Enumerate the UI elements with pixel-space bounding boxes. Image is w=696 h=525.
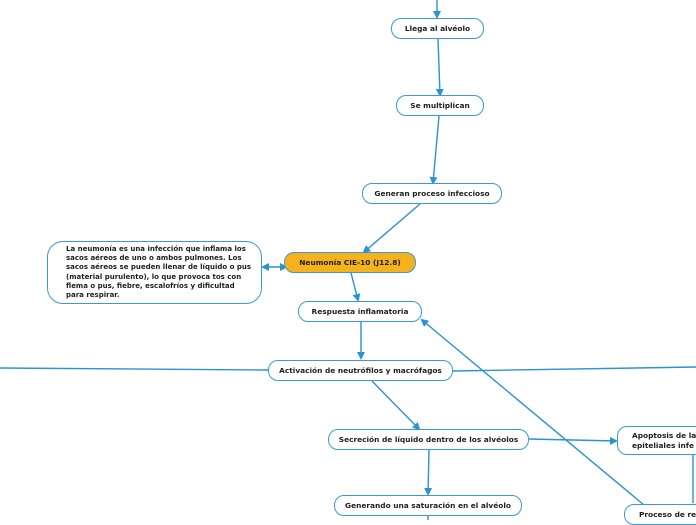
node-generan-proceso-infeccioso[interactable]: Generan proceso infeccioso: [362, 183, 502, 204]
node-activacion-neutrofilos[interactable]: Activación de neutrófilos y macrófagos: [268, 360, 453, 381]
node-saturacion-alveolo[interactable]: Generando una saturación en el alvéolo: [334, 495, 522, 516]
connector-activacion-to-secrecion: [371, 380, 421, 431]
node-se-multiplican[interactable]: Se multiplican: [396, 95, 484, 116]
node-llega-al-alveolo[interactable]: Llega al alvéolo: [391, 18, 484, 39]
connector-secrecion-to-apoptosis: [528, 436, 618, 445]
connector-multiplican-to-generan: [429, 115, 440, 185]
connector-secrecion-to-saturacion: [424, 449, 433, 496]
node-neumonia-central[interactable]: Neumonía CIE-10 (J12.8): [284, 252, 416, 273]
node-respuesta-inflamatoria[interactable]: Respuesta inflamatoria: [298, 301, 422, 322]
connector-llega-to-multiplican: [435, 38, 444, 97]
node-apoptosis-partial[interactable]: Apoptosis de la epiteliales infe: [617, 426, 696, 455]
connector-proceso-to-respuesta: [420, 318, 651, 511]
connector-generan-to-central: [362, 203, 421, 254]
connector-central-to-respuesta: [350, 272, 361, 302]
node-proceso-partial[interactable]: Proceso de rep: [624, 504, 696, 525]
node-secrecion-liquido[interactable]: Secreción de líquido dentro de los alvéo…: [328, 429, 529, 450]
connector-activacion-left: [0, 367, 269, 371]
note-neumonia-definition[interactable]: La neumonía es una infección que inflama…: [47, 241, 262, 304]
connector-activacion-right: [452, 366, 696, 372]
